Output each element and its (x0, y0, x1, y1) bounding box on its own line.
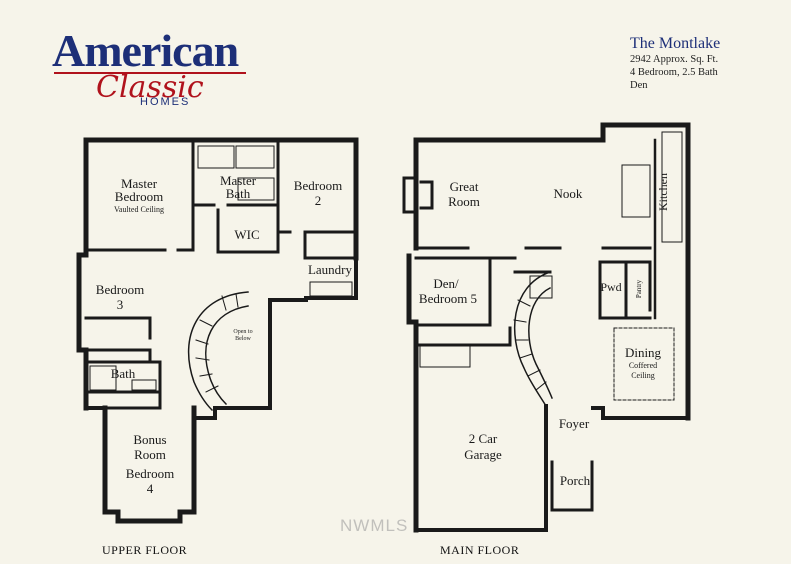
main-stair-window (529, 275, 553, 299)
bath-tub (89, 365, 117, 391)
upper-label-bed3-1: Bedroom (96, 282, 144, 297)
main-label-pwd: Pwd (600, 280, 621, 294)
kitchen-counter (661, 131, 683, 243)
garage-utility (419, 344, 471, 368)
main-stair-treads (513, 299, 547, 391)
dining-coffered-outline (613, 327, 675, 401)
upper-label-bonus-4: 4 (147, 481, 154, 496)
main-outer-wall-bottom (414, 404, 690, 532)
brand-underline (54, 72, 246, 74)
kitchen-island (621, 164, 651, 218)
main-label-garage-1: 2 Car (469, 431, 498, 446)
upper-lower-wall (84, 406, 272, 420)
great-room-fireplace (402, 176, 434, 214)
upper-label-bonus-3: Bedroom (126, 466, 174, 481)
main-label-great-1: Great (450, 179, 479, 194)
upper-label-bed2-2: 2 (315, 193, 322, 208)
upper-label-master-bath-1: Master (220, 173, 257, 188)
bonus-walls (102, 405, 197, 524)
main-stair-outer (513, 271, 551, 408)
upper-label-master-bed-2: Bedroom (115, 189, 163, 204)
bed2-walls (276, 230, 358, 260)
upper-floor-plan (76, 137, 359, 524)
brand-script: Classic (96, 70, 204, 105)
upper-stair-treads (195, 293, 239, 393)
main-floor-plan (402, 122, 691, 533)
main-label-coffered-2: Ceiling (631, 371, 655, 380)
upper-outer-wall-laundry (268, 256, 358, 410)
pwd-pantry-walls (598, 260, 652, 320)
main-label-nook: Nook (554, 186, 583, 201)
upper-stair-inner (205, 305, 249, 406)
upper-label-bed3-2: 3 (117, 297, 124, 312)
main-outer-wall-left (406, 253, 419, 533)
wic-walls (216, 208, 280, 254)
upper-label-open-1: Open to (233, 329, 252, 335)
master-shower (197, 145, 235, 169)
plan-sqft: 2942 Approx. Sq. Ft. (630, 54, 719, 65)
main-label-coffered-1: Coffered (629, 361, 657, 370)
upper-label-vaulted: Vaulted Ceiling (114, 205, 164, 214)
upper-label-laundry: Laundry (308, 262, 353, 277)
upper-label-bed2-1: Bedroom (294, 178, 342, 193)
watermark: NWMLS (340, 516, 409, 535)
upper-outer-wall-left (76, 137, 89, 411)
upper-label-master-bath-2: Bath (226, 186, 251, 201)
main-label-dining: Dining (625, 345, 662, 360)
laundry-machines (309, 281, 353, 297)
master-tub (235, 145, 275, 169)
main-label-kitchen: Kitchen (656, 173, 670, 211)
plan-name: The Montlake (630, 35, 721, 52)
main-stair-inner (528, 286, 553, 399)
brand-sub: HOMES (140, 96, 191, 108)
upper-outer-wall-top (83, 137, 359, 261)
upper-stair-outer (187, 291, 249, 412)
master-vanity (237, 177, 275, 201)
bed3-walls (84, 316, 152, 364)
upper-label-bonus-2: Room (134, 447, 166, 462)
bath-vanity (131, 379, 157, 391)
main-label-den-1: Den/ (433, 276, 459, 291)
main-label-great-2: Room (448, 194, 480, 209)
upper-label-master-bed-1: Master (121, 176, 158, 191)
upper-label-wic: WIC (234, 227, 259, 242)
upper-label-open-2: Below (235, 336, 251, 342)
main-label-pantry: Pantry (635, 279, 643, 298)
plan-extra: Den (630, 80, 648, 91)
brand-name: American (52, 25, 239, 76)
main-label-foyer: Foyer (559, 416, 590, 431)
upper-label-bonus-1: Bonus (133, 432, 166, 447)
upper-floor-label: UPPER FLOOR (102, 543, 188, 557)
main-porch-walls (550, 460, 594, 512)
plan-info: The Montlake 2942 Approx. Sq. Ft. 4 Bedr… (630, 34, 720, 92)
main-floor-label: MAIN FLOOR (440, 543, 520, 557)
upper-label-bath: Bath (111, 366, 136, 381)
main-label-garage-2: Garage (464, 447, 502, 462)
bath-walls (84, 360, 162, 410)
brand-logo: American Classic HOMES (50, 28, 250, 112)
bath-divider (191, 138, 280, 234)
plan-beds-baths: 4 Bedroom, 2.5 Bath (630, 67, 718, 78)
main-label-porch: Porch (560, 473, 591, 488)
main-label-den-2: Bedroom 5 (419, 291, 477, 306)
